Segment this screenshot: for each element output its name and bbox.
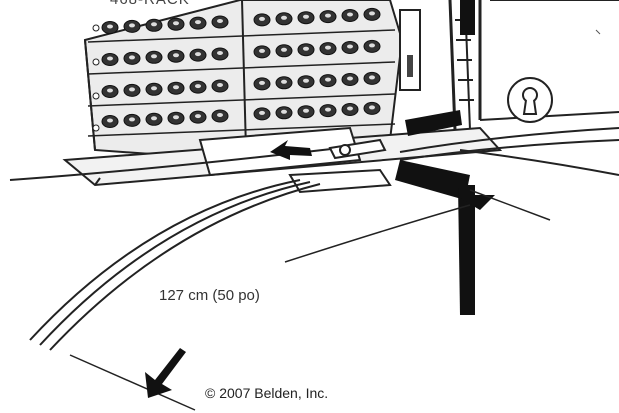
- panel-port-highlight: [369, 11, 375, 16]
- panel-port-highlight: [325, 77, 331, 82]
- panel-port-highlight: [281, 109, 287, 114]
- direction-arrow-icon: [270, 140, 312, 160]
- panel-port-highlight: [217, 83, 223, 87]
- panel-port-highlight: [281, 79, 287, 84]
- dimension-arrow-icon: [145, 348, 186, 398]
- panel-port-highlight: [151, 116, 157, 121]
- panel-port-highlight: [195, 114, 201, 119]
- panel-port-highlight: [217, 19, 223, 23]
- panel-port-highlight: [173, 115, 179, 120]
- panel-port-highlight: [259, 16, 265, 21]
- panel-port-highlight: [217, 113, 223, 117]
- panel-port-highlight: [259, 80, 265, 85]
- panel-port-highlight: [303, 46, 309, 51]
- velcro-strap: [395, 110, 495, 315]
- panel-port-highlight: [347, 106, 353, 111]
- panel-port-highlight: [129, 23, 135, 28]
- panel-port-highlight: [369, 105, 375, 110]
- mounting-screw: [92, 24, 100, 32]
- panel-port-highlight: [107, 118, 113, 123]
- panel-port-highlight: [281, 15, 287, 20]
- panel-row-divider: [87, 61, 396, 75]
- panel-port-highlight: [303, 108, 309, 113]
- panel-port-highlight: [129, 117, 135, 122]
- mounting-screw: [92, 92, 100, 100]
- mounting-screw: [92, 58, 100, 66]
- panel-row-divider: [87, 93, 396, 107]
- panel-port-highlight: [173, 21, 179, 26]
- dimension-lines: [69, 189, 551, 411]
- panel-port-highlight: [217, 51, 223, 55]
- panel-port-highlight: [195, 20, 201, 25]
- panel-port-highlight: [325, 107, 331, 112]
- panel-port-highlight: [151, 86, 157, 91]
- cable-length-label: 127 cm (50 po): [159, 287, 260, 304]
- cable-connector: [328, 138, 387, 160]
- panel-port-highlight: [195, 52, 201, 57]
- panel-port-highlight: [303, 78, 309, 83]
- panel-port-highlight: [347, 76, 353, 81]
- copyright-text: © 2007 Belden, Inc.: [205, 385, 329, 401]
- panel-row-divider: [87, 123, 396, 137]
- drop-cables: [29, 179, 321, 351]
- panel-port-highlight: [259, 110, 265, 115]
- panel-port-highlight: [347, 12, 353, 17]
- panel-port-highlight: [129, 55, 135, 60]
- panel-port-highlight: [259, 48, 265, 53]
- panel-port-highlight: [107, 88, 113, 93]
- panel-port-highlight: [325, 45, 331, 50]
- rack-enclosure: [448, 0, 619, 131]
- panel-port-highlight: [151, 22, 157, 27]
- panel-port-highlight: [107, 56, 113, 61]
- panel-port-highlight: [151, 54, 157, 59]
- panel-port-highlight: [173, 53, 179, 58]
- panel-port-highlight: [325, 13, 331, 18]
- panel-row-divider: [87, 29, 396, 43]
- panel-port-highlight: [195, 84, 201, 89]
- panel-port-highlight: [107, 24, 113, 29]
- patch-panel: [83, 0, 421, 162]
- panel-port-highlight: [303, 14, 309, 19]
- panel-port-highlight: [369, 43, 375, 48]
- panel-port-highlight: [129, 87, 135, 92]
- panel-port-highlight: [369, 75, 375, 80]
- keyhole-icon: [507, 77, 553, 123]
- port-grid: [87, 7, 396, 137]
- panel-port-highlight: [347, 44, 353, 49]
- panel-port-highlight: [173, 85, 179, 90]
- mounting-screw: [92, 124, 100, 132]
- panel-label: 468-RACK: [110, 0, 190, 8]
- panel-port-highlight: [281, 47, 287, 52]
